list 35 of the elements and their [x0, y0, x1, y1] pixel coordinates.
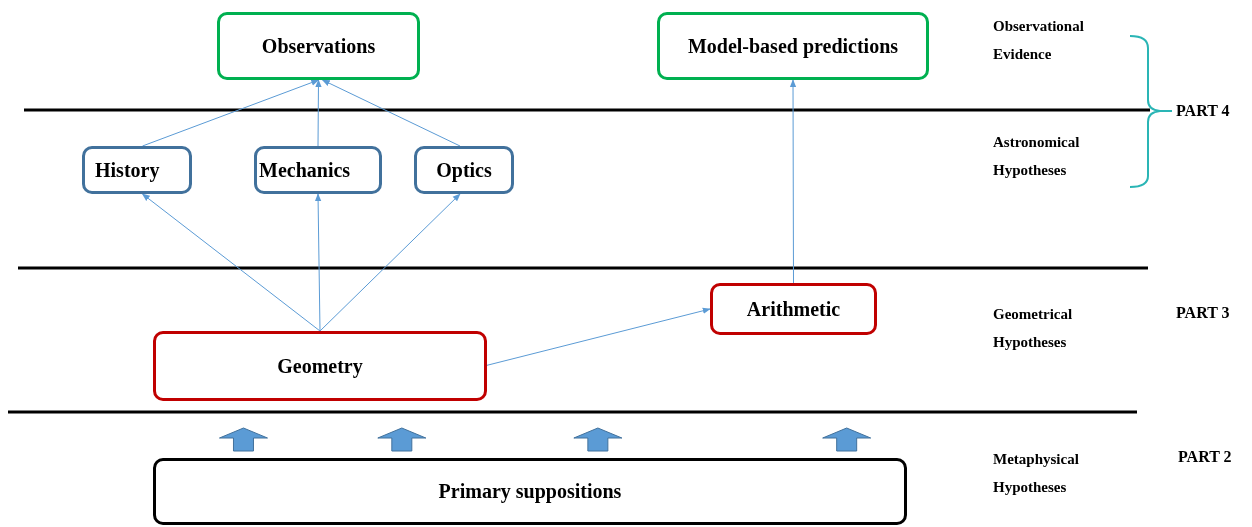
block-arrow: [822, 427, 872, 452]
supposition-box: [153, 458, 907, 525]
block-arrow: [377, 427, 427, 452]
node-text: Observations: [261, 34, 376, 58]
arrow: [486, 307, 711, 366]
arrow: [319, 193, 461, 332]
node-text: Model-based predictions: [687, 34, 899, 58]
part-label: PART 4: [1176, 101, 1231, 121]
arrow: [789, 79, 797, 284]
node-text: Optics: [436, 158, 492, 182]
arrow: [314, 193, 322, 332]
geometry-box: [153, 331, 487, 401]
geometry-box: [710, 283, 877, 335]
arrow: [142, 79, 320, 147]
node-text: Geometry: [277, 354, 363, 378]
node-text: Primary suppositions: [438, 480, 622, 503]
hypothesis-box: [82, 146, 192, 194]
prediction-box: [657, 12, 929, 80]
arrow: [321, 79, 461, 147]
hypothesis-box: [414, 146, 514, 194]
band-label: Observational Evidence: [993, 17, 1085, 64]
node-text: Mechanics: [259, 158, 351, 182]
band-label: Geometrical Hypotheses: [993, 305, 1074, 352]
arrow: [315, 79, 322, 147]
arrow: [141, 193, 321, 332]
band-label: Astronomical Hypotheses: [993, 133, 1081, 180]
hypothesis-box: [254, 146, 382, 194]
node-text: Arithmetic: [746, 297, 841, 321]
block-arrow: [219, 427, 268, 452]
band-label: Metaphysical Hypotheses: [993, 450, 1080, 497]
node-text: History: [95, 158, 160, 182]
observation-box: [217, 12, 420, 80]
part-label: PART 2: [1178, 447, 1233, 467]
part-label: PART 3: [1176, 303, 1231, 323]
block-arrow: [573, 427, 623, 452]
